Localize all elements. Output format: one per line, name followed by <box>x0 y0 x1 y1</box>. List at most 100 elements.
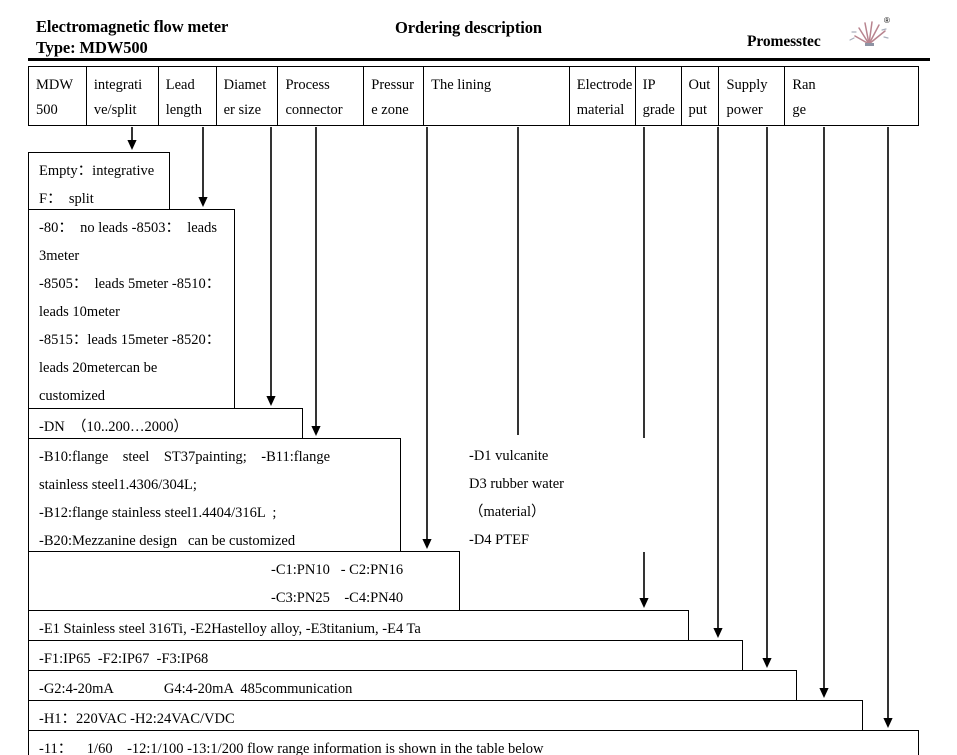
lead-length-options-line4: leads 10meter <box>39 304 120 320</box>
ip-grade-options-box: -F1:IP65 -F2:IP67 -F3:IP68 <box>28 640 743 671</box>
header-cell-output-line2: put <box>688 102 708 118</box>
header-cell-electrode-material: Electrode material <box>570 67 636 125</box>
pressure-zone-options-line1: -C1:PN10 - C2:PN16 <box>271 562 404 578</box>
leader-lead-length <box>198 127 208 207</box>
header-cell-pressure-zone-line1: Pressur <box>371 77 414 93</box>
output-options-line1: -G2:4-20mA G4:4-20mA 485communication <box>39 681 353 697</box>
supply-power-options-box: -H1：220VAC -H2:24VAC/VDC <box>28 700 863 731</box>
leader-integrative-split <box>127 127 137 150</box>
lead-length-options-line7: customized <box>39 388 106 404</box>
header-cell-output: Out put <box>682 67 720 125</box>
registered-trademark-icon: ® <box>884 16 890 25</box>
header-divider <box>28 58 930 61</box>
integrative-split-options-line2: F： split <box>39 191 94 207</box>
lead-length-options-box: -80： no leads -8503： leads 3meter -8505： l… <box>28 209 235 409</box>
header-cell-range-line2: ge <box>792 102 807 118</box>
lead-length-options-line3: -8505： leads 5meter -8510： <box>39 276 221 292</box>
header-cell-model: MDW 500 <box>29 67 87 125</box>
header-cell-range: Ran ge <box>785 67 918 125</box>
leader-diameter-size <box>266 127 276 406</box>
header-cell-diameter-size-line2: er size <box>223 102 262 118</box>
gauge-rays-icon <box>849 21 889 46</box>
leader-process-connector-arrowhead <box>311 426 321 436</box>
leader-output <box>762 127 772 668</box>
leader-output-arrowhead <box>762 658 772 668</box>
pressure-zone-options-box: -C1:PN10 - C2:PN16 -C3:PN25 -C4:PN40 <box>28 551 460 611</box>
lead-length-options-line6: leads 20metercan be <box>39 360 158 376</box>
header-cell-ip-grade-line1: IP <box>642 77 656 93</box>
leader-process-connector <box>311 127 321 436</box>
range-options-line1: -11： 1/60 -12:1/100 -13:1/200 flow range… <box>39 741 544 755</box>
the-lining-options-line3: （material） <box>469 504 546 520</box>
header-cell-integrative-split-line2: ve/split <box>93 102 137 118</box>
process-connector-options-line3: -B12:flange stainless steel1.4404/316L ; <box>39 505 277 521</box>
electrode-material-options-line1: -E1 Stainless steel 316Ti, -E2Hastelloy … <box>39 621 421 637</box>
header-cell-the-lining-line2 <box>431 98 569 123</box>
header-cell-lead-length: Lead length <box>159 67 217 125</box>
lead-length-options-line2: 3meter <box>39 248 80 264</box>
electrode-material-options-box: -E1 Stainless steel 316Ti, -E2Hastelloy … <box>28 610 689 641</box>
header-cell-range-line1: Ran <box>792 77 816 93</box>
process-connector-options-box: -B10:flange steel ST37painting; -B11:fla… <box>28 438 401 552</box>
leader-integrative-split-arrowhead <box>127 140 137 150</box>
ordering-description-title: Ordering description <box>395 18 542 37</box>
header-cell-lead-length-line1: Lead <box>165 77 195 93</box>
leader-range <box>883 127 893 728</box>
header-cell-lead-length-line2: length <box>165 102 202 118</box>
process-connector-options-line4: -B20:Mezzanine design can be customized <box>39 533 296 549</box>
leader-ip-grade-arrowhead <box>713 628 723 638</box>
the-lining-options-line4: -D4 PTEF <box>469 532 530 548</box>
header-cell-the-lining-line1: The lining <box>431 77 492 93</box>
integrative-split-options-box: Empty：integrative F： split <box>28 152 170 210</box>
range-options-box: -11： 1/60 -12:1/100 -13:1/200 flow range… <box>28 730 919 755</box>
header-cell-diameter-size: Diamet er size <box>217 67 279 125</box>
pressure-zone-options-line2: -C3:PN25 -C4:PN40 <box>271 590 404 606</box>
leader-ip-grade <box>713 127 723 638</box>
leader-diameter-size-arrowhead <box>266 396 276 406</box>
header-cell-ip-grade: IP grade <box>636 67 682 125</box>
leader-electrode-arrowhead <box>639 598 649 608</box>
integrative-split-options-line1: Empty：integrative <box>39 163 155 179</box>
parameter-header-table: MDW 500 integrati ve/split Lead length Diamet e… <box>28 66 919 126</box>
header-cell-model-line2: 500 <box>36 102 58 118</box>
leader-range-arrowhead <box>883 718 893 728</box>
header-cell-pressure-zone: Pressur e zone <box>364 67 425 125</box>
leader-supply-power-arrowhead <box>819 688 829 698</box>
header-cell-output-line1: Out <box>688 77 711 93</box>
page-title-line2: Type: MDW500 <box>36 38 148 57</box>
page-title-line1: Electromagnetic flow meter <box>36 17 229 36</box>
the-lining-options-line1: -D1 vulcanite <box>469 448 549 464</box>
supply-power-options-line1: -H1：220VAC -H2:24VAC/VDC <box>39 711 235 727</box>
header-cell-process-connector-line2: connector <box>285 102 343 118</box>
header-cell-process-connector: Process connector <box>278 67 365 125</box>
process-connector-options-line2: stainless steel1.4306/304L; <box>39 477 197 493</box>
lead-length-options-line5: -8515：leads 15meter -8520： <box>39 332 221 348</box>
brand-name: Promesstec <box>747 33 821 50</box>
diameter-size-options-line1: -DN （10..200…2000） <box>39 419 189 435</box>
header-cell-diameter-size-line1: Diamet <box>223 77 267 93</box>
header-cell-the-lining: The lining <box>424 67 570 125</box>
ip-grade-options-line1: -F1:IP65 -F2:IP67 -F3:IP68 <box>39 651 209 667</box>
header-cell-electrode-material-line1: Electrode <box>576 77 633 93</box>
header-cell-pressure-zone-line2: e zone <box>371 102 409 118</box>
header-cell-supply-power-line2: power <box>726 102 763 118</box>
leader-supply-power <box>819 127 829 698</box>
header-cell-integrative-split-line1: integrati <box>93 77 143 93</box>
header-cell-model-line1: MDW <box>36 77 74 93</box>
header-cell-electrode-material-line2: material <box>576 102 625 118</box>
output-options-box: -G2:4-20mA G4:4-20mA 485communication <box>28 670 797 701</box>
leader-pressure-zone-arrowhead <box>422 539 432 549</box>
header-cell-process-connector-line1: Process <box>285 77 330 93</box>
the-lining-options-box: -D1 vulcanite D3 rubber water （material） -D… <box>457 438 700 552</box>
process-connector-options-line1: -B10:flange steel ST37painting; -B11:fla… <box>39 449 331 465</box>
lead-length-options-line1: -80： no leads -8503： leads <box>39 220 217 236</box>
leader-lead-length-arrowhead <box>198 197 208 207</box>
leader-pressure-zone <box>422 127 432 549</box>
header-cell-ip-grade-line2: grade <box>642 102 675 118</box>
the-lining-options-line2: D3 rubber water <box>469 476 565 492</box>
header-cell-integrative-split: integrati ve/split <box>87 67 159 125</box>
diameter-size-options-box: -DN （10..200…2000） <box>28 408 303 439</box>
